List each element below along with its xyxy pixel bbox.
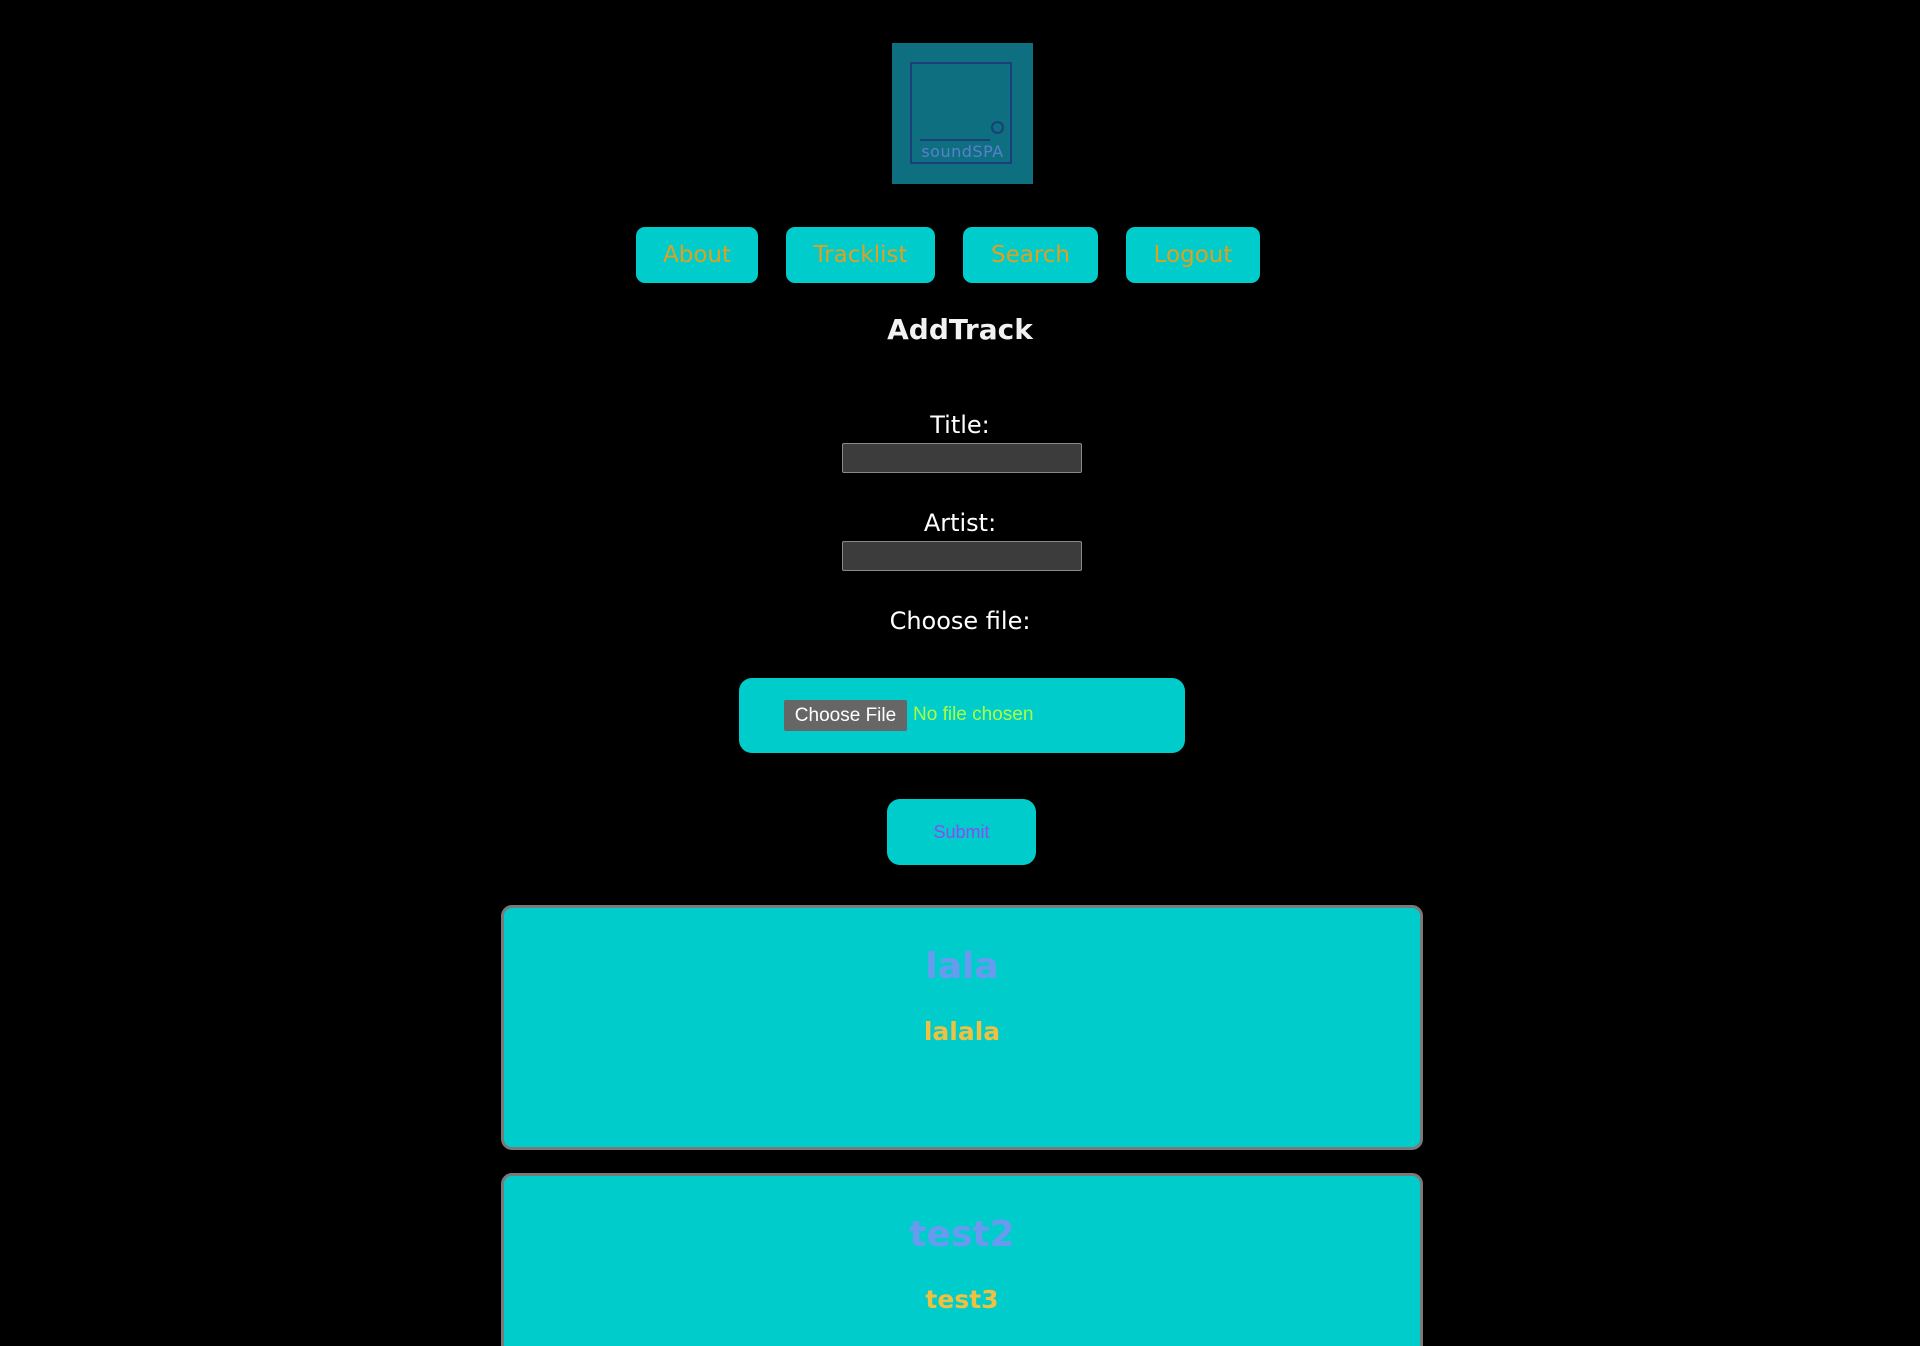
track-card: lala lalala: [501, 905, 1423, 1150]
soundspa-logo[interactable]: soundSPA: [892, 43, 1033, 184]
logo-text: soundSPA: [921, 142, 1004, 161]
file-label: Choose file:: [889, 607, 1031, 635]
nav-logout-button[interactable]: Logout: [1126, 227, 1260, 283]
track-artist: lalala: [923, 1017, 1001, 1046]
title-input[interactable]: [842, 443, 1082, 473]
submit-button[interactable]: Submit: [887, 799, 1036, 865]
logo-frame: [910, 62, 1012, 164]
track-title: lala: [925, 946, 999, 987]
title-label: Title:: [930, 411, 990, 439]
artist-label: Artist:: [923, 509, 997, 537]
logo-circle-icon: [991, 121, 1004, 134]
logo-line: [920, 139, 990, 141]
nav-tracklist-button[interactable]: Tracklist: [786, 227, 935, 283]
artist-input[interactable]: [842, 541, 1082, 571]
track-card: test2 test3: [501, 1173, 1423, 1346]
track-title: test2: [909, 1214, 1015, 1255]
nav-about-button[interactable]: About: [636, 227, 758, 283]
nav-search-button[interactable]: Search: [963, 227, 1098, 283]
file-status: No file chosen: [913, 704, 1034, 725]
page-title: AddTrack: [887, 313, 1033, 346]
file-picker: Choose File No file chosen: [739, 678, 1185, 753]
choose-file-button[interactable]: Choose File: [784, 700, 907, 731]
track-artist: test3: [925, 1285, 999, 1314]
